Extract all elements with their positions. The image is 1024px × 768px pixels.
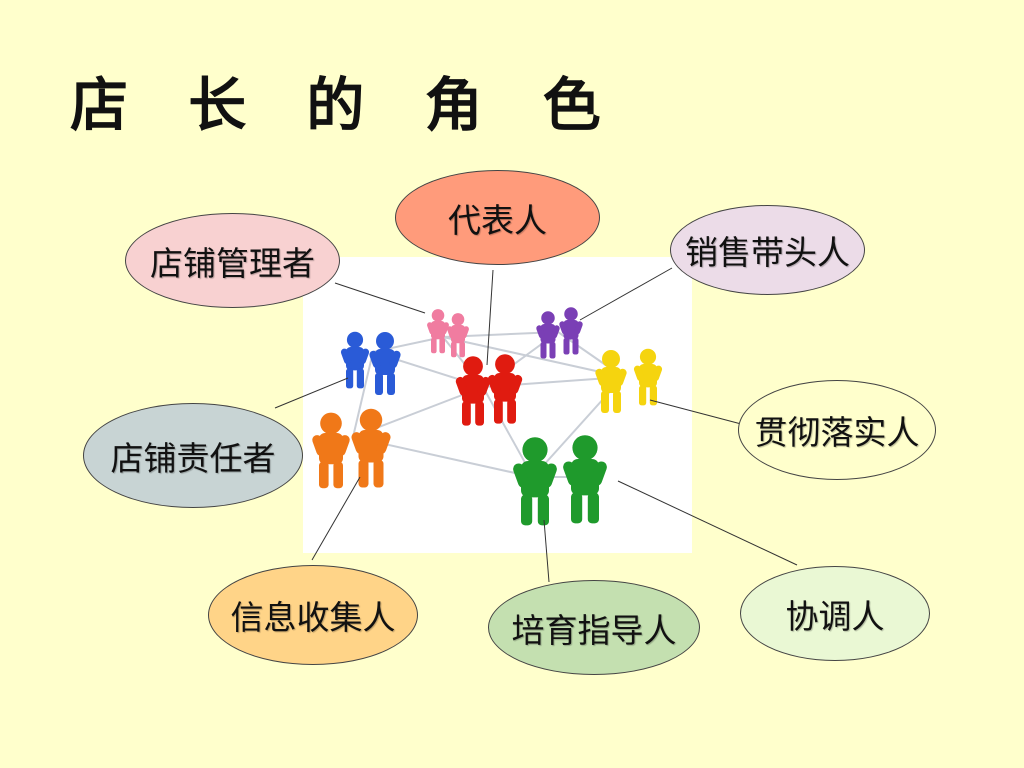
bubble-sales-leader: 销售带头人 [670, 205, 865, 295]
connector-info-collector [311, 476, 361, 561]
connector-coordinator [617, 480, 798, 566]
people-network-image [303, 257, 692, 553]
connector-implementer [649, 399, 746, 426]
bubble-representative-label: 代表人 [448, 200, 547, 240]
connector-store-manager [334, 282, 426, 314]
bubble-store-responsible-label: 店铺责任者 [110, 438, 276, 478]
bubble-store-responsible: 店铺责任者 [83, 403, 303, 508]
connector-representative [486, 269, 494, 366]
bubble-coordinator-label: 协调人 [785, 596, 885, 636]
bubble-implementer: 贯彻落实人 [738, 380, 936, 480]
bubble-trainer-label: 培育指导人 [511, 610, 677, 650]
connector-sales-leader [579, 267, 673, 321]
bubble-store-manager-label: 店铺管理者 [150, 243, 315, 283]
bubble-implementer-label: 贯彻落实人 [754, 413, 920, 452]
bubble-representative: 代表人 [395, 170, 600, 265]
connector-store-responsible [274, 377, 349, 409]
slide-title: 店 长 的 角 色 [70, 71, 621, 139]
bubble-trainer: 培育指导人 [488, 580, 700, 675]
bubble-sales-leader-label: 销售带头人 [685, 233, 850, 272]
bubble-store-manager: 店铺管理者 [125, 213, 340, 308]
bubble-info-collector: 信息收集人 [208, 565, 418, 665]
connector-trainer [543, 519, 550, 583]
bubble-coordinator: 协调人 [740, 566, 930, 661]
network-figures-icon [310, 307, 664, 526]
bubble-info-collector-label: 信息收集人 [230, 598, 396, 637]
